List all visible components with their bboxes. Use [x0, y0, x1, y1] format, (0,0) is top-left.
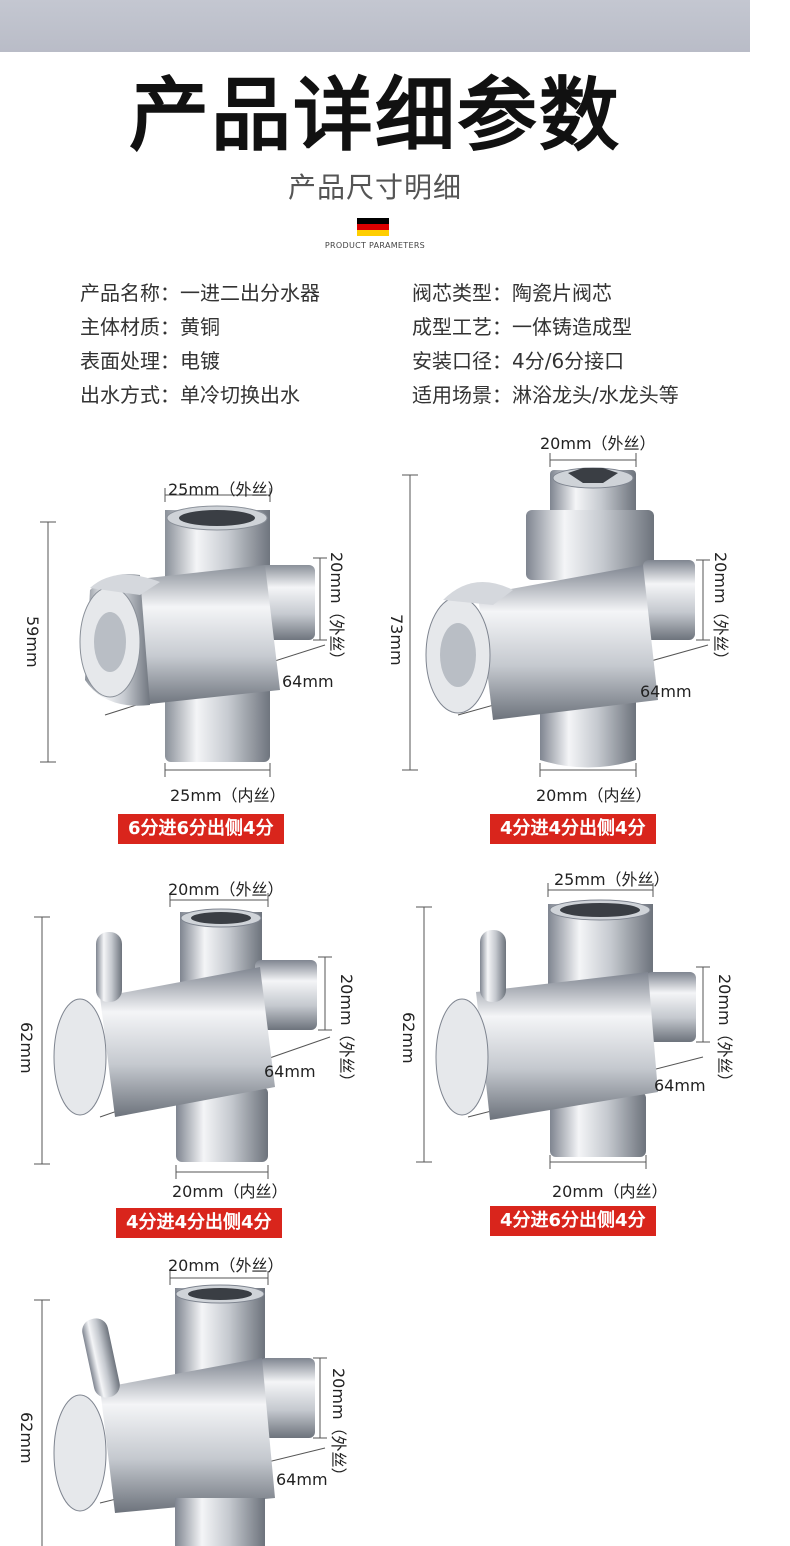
dim-side: 20mm（外丝） — [715, 974, 734, 1090]
product-card-1: 25mm（外丝） 59mm 20mm（外丝） 64mm 25mm（内丝） 6分进… — [23, 470, 380, 850]
dim-top: 20mm（外丝） — [540, 434, 656, 453]
diverter-illustration — [34, 1271, 327, 1546]
spec-badge: 6分进6分出侧4分 — [118, 814, 284, 844]
dim-bottom: 25mm（内丝） — [170, 786, 286, 805]
params-right: 阀芯类型：陶瓷片阀芯 成型工艺：一体铸造成型 安装口径：4分/6分接口 适用场景… — [412, 276, 679, 412]
spec-badge: 4分进6分出侧4分 — [490, 1206, 656, 1236]
dim-length: 64mm — [654, 1076, 706, 1095]
diverter-illustration — [34, 893, 332, 1179]
dim-side: 20mm（外丝） — [337, 974, 356, 1090]
spec-badge: 4分进4分出侧4分 — [490, 814, 656, 844]
dim-top: 25mm（外丝） — [554, 870, 670, 889]
param-row: 表面处理：电镀 — [80, 349, 220, 373]
german-flag-icon — [357, 218, 389, 236]
param-row: 阀芯类型：陶瓷片阀芯 — [412, 281, 612, 305]
dim-side: 20mm（外丝） — [327, 552, 346, 668]
dim-bottom: 20mm（内丝） — [172, 1182, 288, 1201]
param-row: 适用场景：淋浴龙头/水龙头等 — [412, 383, 679, 407]
dim-bottom: 20mm（内丝） — [552, 1182, 668, 1201]
english-caption: PRODUCT PARAMETERS — [324, 241, 426, 250]
dim-height: 62mm — [17, 1022, 36, 1074]
dim-top: 25mm（外丝） — [168, 480, 284, 499]
dim-top: 20mm（外丝） — [168, 1256, 284, 1275]
spec-badge: 4分进4分出侧4分 — [116, 1208, 282, 1238]
param-row: 安装口径：4分/6分接口 — [412, 349, 625, 373]
product-card-5: 20mm（外丝） 62mm 20mm（外丝） 64mm — [17, 1248, 380, 1546]
dim-height: 59mm — [23, 616, 42, 668]
dim-top: 20mm（外丝） — [168, 880, 284, 899]
dim-length: 64mm — [264, 1062, 316, 1081]
diverter-illustration — [416, 883, 710, 1169]
param-row: 出水方式：单冷切换出水 — [80, 383, 300, 407]
dim-height: 62mm — [17, 1412, 36, 1464]
dim-length: 64mm — [276, 1470, 328, 1489]
dim-length: 64mm — [282, 672, 334, 691]
param-row: 产品名称：一进二出分水器 — [80, 281, 320, 305]
dim-bottom: 20mm（内丝） — [536, 786, 652, 805]
dim-side: 20mm（外丝） — [329, 1368, 348, 1484]
top-banner — [0, 0, 750, 52]
params-left: 产品名称：一进二出分水器 主体材质：黄铜 表面处理：电镀 出水方式：单冷切换出水 — [80, 276, 320, 412]
param-row: 主体材质：黄铜 — [80, 315, 220, 339]
product-card-3: 20mm（外丝） 62mm 20mm（外丝） 64mm 20mm（内丝） 4分进… — [17, 872, 380, 1242]
param-row: 成型工艺：一体铸造成型 — [412, 315, 632, 339]
product-card-2: 20mm（外丝） 73mm 20mm（外丝） 64mm 20mm（内丝） 4分进… — [387, 430, 748, 850]
page-subtitle: 产品尺寸明细 — [287, 171, 462, 204]
product-card-4: 25mm（外丝） 62mm 20mm（外丝） 64mm 20mm（内丝） 4分进… — [398, 862, 748, 1242]
diverter-illustration — [402, 453, 710, 777]
page-title: 产品详细参数 — [129, 69, 621, 162]
diverter-illustration — [40, 488, 327, 777]
dim-height: 73mm — [387, 614, 406, 666]
dim-length: 64mm — [640, 682, 692, 701]
dim-side: 20mm（外丝） — [711, 552, 730, 668]
dim-height: 62mm — [399, 1012, 418, 1064]
